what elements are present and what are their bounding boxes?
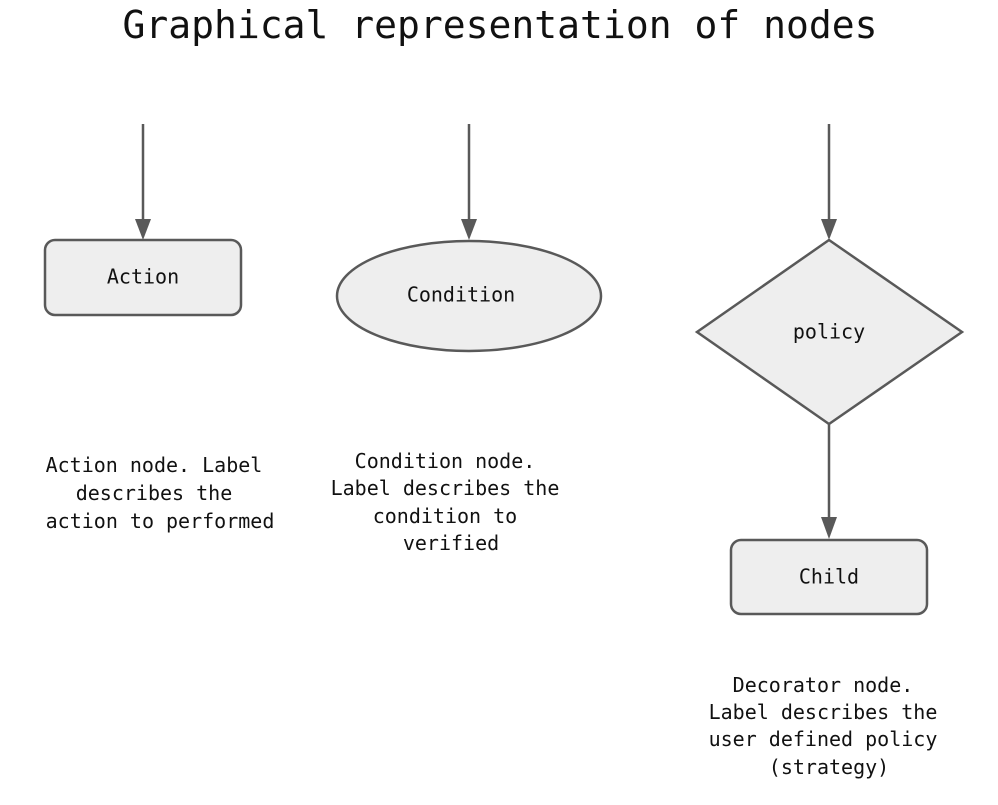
action-column: Action Action node. Label describes the … bbox=[43, 124, 275, 533]
condition-caption-line: condition to bbox=[373, 504, 518, 528]
child-node-label: Child bbox=[799, 565, 859, 589]
condition-column: Condition Condition node. Label describe… bbox=[331, 124, 603, 555]
arrowhead-condition bbox=[461, 219, 477, 240]
arrowhead-child bbox=[821, 517, 837, 539]
action-caption-line: Action node. Label bbox=[46, 453, 263, 477]
action-node bbox=[43, 238, 243, 317]
action-caption: Action node. Label describes the action … bbox=[46, 453, 275, 533]
policy-node-label: policy bbox=[793, 320, 865, 344]
condition-caption-line: verified bbox=[403, 531, 499, 555]
condition-caption-line: Condition node. bbox=[355, 449, 536, 473]
decorator-column: policy Child Decorator node. Label descr… bbox=[694, 124, 965, 779]
child-node bbox=[729, 538, 929, 616]
condition-caption: Condition node. Label describes the cond… bbox=[331, 449, 572, 555]
arrowhead-policy bbox=[821, 219, 837, 240]
condition-node bbox=[335, 239, 603, 353]
arrowhead-action bbox=[135, 219, 151, 240]
decorator-caption-line: user defined policy bbox=[709, 727, 938, 751]
action-caption-line: action to performed bbox=[46, 509, 275, 533]
diagram-title: Graphical representation of nodes bbox=[123, 3, 878, 47]
condition-node-label: Condition bbox=[407, 283, 515, 307]
condition-caption-line: Label describes the bbox=[331, 476, 560, 500]
action-node-label: Action bbox=[107, 265, 179, 289]
decorator-caption-line: Decorator node. bbox=[733, 673, 914, 697]
action-caption-line: describes the bbox=[76, 481, 233, 505]
decorator-caption-line: Label describes the bbox=[709, 700, 938, 724]
decorator-caption: Decorator node. Label describes the user… bbox=[709, 673, 950, 779]
decorator-caption-line: (strategy) bbox=[769, 755, 889, 779]
